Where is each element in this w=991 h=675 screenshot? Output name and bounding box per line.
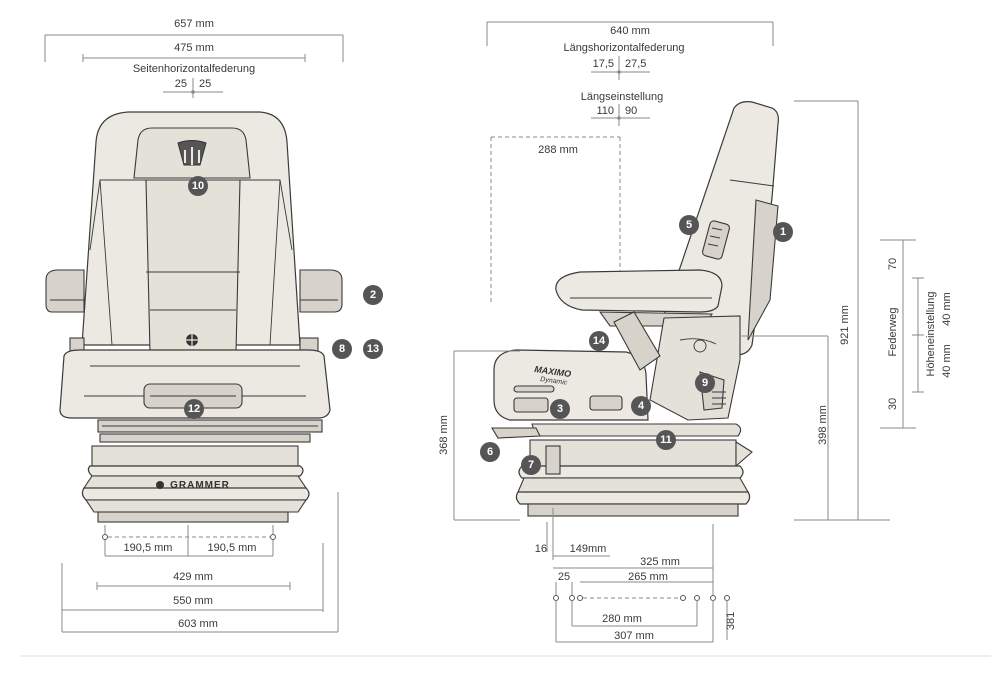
dim-25: 25	[558, 571, 570, 583]
lateral-isolator-label: Seitenhorizontalfederung	[133, 63, 255, 75]
dim-550: 550 mm	[173, 595, 213, 607]
dim-381: 381	[725, 612, 737, 630]
side-top-dimensions: 640 mm Längshorizontalfederung 17,5 27,5…	[486, 21, 774, 305]
dim-307: 307 mm	[614, 630, 654, 642]
side-bottom-dimensions: 368 mm 16 149mm 325 mm 25 265 mm 280 mm …	[438, 350, 737, 643]
lumbar-knob-icon	[186, 334, 198, 346]
dim-16: 16	[535, 543, 547, 555]
callout-2: 2	[363, 285, 383, 305]
svg-text:6: 6	[487, 446, 493, 458]
dim-149: 149mm	[570, 543, 607, 555]
length-adjust-label: Längseinstellung	[581, 91, 664, 103]
svg-text:4: 4	[638, 400, 645, 412]
dim-325: 325 mm	[640, 556, 680, 568]
fore-aft-left-value: 17,5	[593, 58, 614, 70]
dim-265: 265 mm	[628, 571, 668, 583]
dim-70: 70	[887, 258, 899, 270]
svg-text:5: 5	[686, 219, 692, 231]
svg-text:7: 7	[528, 459, 534, 471]
callout-9: 9	[695, 373, 715, 393]
grammer-logo-icon	[177, 140, 207, 166]
callout-4: 4	[631, 396, 651, 416]
side-seat-illustration: MAXIMO Dynamic	[491, 101, 779, 517]
dim-429: 429 mm	[173, 571, 213, 583]
svg-text:12: 12	[188, 403, 200, 415]
dim-603: 603 mm	[178, 618, 218, 630]
dim-base-right: 190,5 mm	[208, 542, 257, 554]
callout-8: 8	[332, 339, 352, 359]
svg-text:13: 13	[367, 343, 379, 355]
dim-368: 368 mm	[438, 415, 450, 455]
fore-aft-right-value: 27,5	[625, 58, 646, 70]
dim-backrest-width: 475 mm	[174, 42, 214, 54]
callout-12: 12	[184, 399, 204, 419]
svg-text:11: 11	[660, 434, 672, 446]
lateral-left-value: 25	[175, 78, 187, 90]
callout-1: 1	[773, 222, 793, 242]
callout-14: 14	[589, 331, 609, 351]
callout-6: 6	[480, 442, 500, 462]
callout-7: 7	[521, 455, 541, 475]
dim-30: 30	[887, 398, 899, 410]
dim-fore-aft-width: 640 mm	[610, 25, 650, 37]
callout-5: 5	[679, 215, 699, 235]
height-adjust-label: Höheneinstellung	[925, 291, 937, 376]
front-bottom-dimensions: 190,5 mm 190,5 mm 429 mm 550 mm 603 mm	[61, 492, 339, 633]
side-brand-sub: Dynamic	[540, 376, 568, 387]
callout-13: 13	[363, 339, 383, 359]
length-adjust-left-value: 110	[596, 105, 614, 117]
dim-280: 280 mm	[602, 613, 642, 625]
svg-text:2: 2	[370, 289, 376, 301]
dim-921: 921 mm	[839, 305, 851, 345]
callout-10: 10	[188, 176, 208, 196]
side-right-dimensions: 921 mm 398 mm 70 30 Federweg Höheneinste…	[740, 100, 953, 521]
height-adjust-upper: 40 mm	[941, 292, 953, 326]
spring-travel-label: Federweg	[887, 308, 899, 357]
front-seat-illustration: GRAMMER	[45, 111, 343, 523]
svg-text:9: 9	[702, 377, 708, 389]
height-adjust-lower: 40 mm	[941, 344, 953, 378]
svg-text:1: 1	[780, 226, 786, 238]
svg-text:10: 10	[192, 180, 204, 192]
lateral-right-value: 25	[199, 78, 211, 90]
svg-text:3: 3	[557, 403, 563, 415]
dim-overall-width: 657 mm	[174, 18, 214, 30]
callout-3: 3	[550, 399, 570, 419]
svg-text:14: 14	[593, 335, 606, 347]
callout-11: 11	[656, 430, 676, 450]
dim-288: 288 mm	[538, 144, 578, 156]
dim-base-left: 190,5 mm	[124, 542, 173, 554]
front-brand-label: GRAMMER	[170, 480, 230, 491]
svg-text:8: 8	[339, 343, 345, 355]
dim-398: 398 mm	[817, 405, 829, 445]
length-adjust-right-value: 90	[625, 105, 637, 117]
front-top-dimensions: 657 mm 475 mm Seitenhorizontalfederung 2…	[44, 18, 344, 98]
fore-aft-isolator-label: Längshorizontalfederung	[563, 42, 684, 54]
